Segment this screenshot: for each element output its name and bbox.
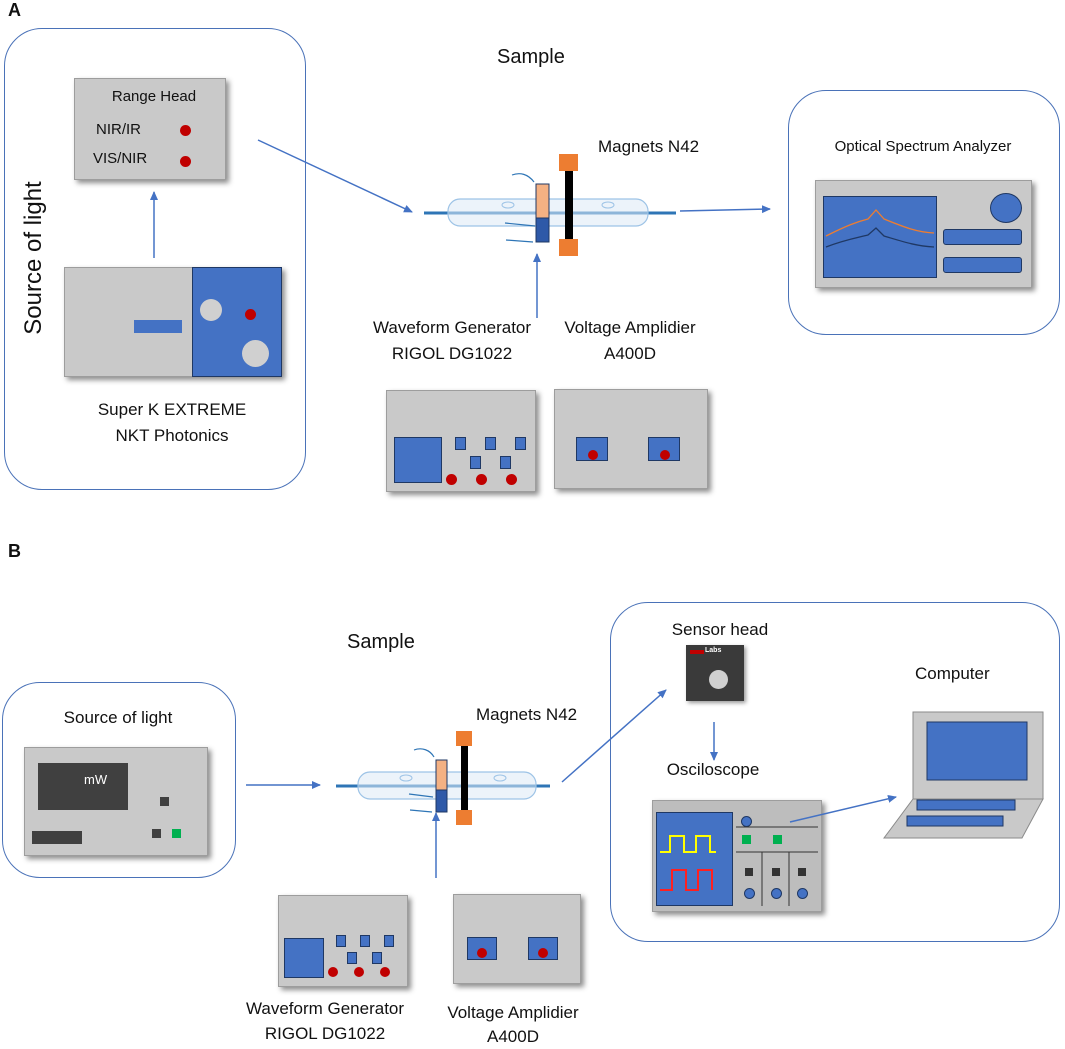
range-option-nir-ir-indicator <box>180 125 191 136</box>
oscilloscope-knob-1 <box>744 888 755 899</box>
oscilloscope-button-1 <box>745 868 753 876</box>
waveform-button-b3 <box>384 935 394 947</box>
amplifier-indicator-b2 <box>538 948 548 958</box>
waveform-screen-a <box>394 437 442 483</box>
osa-screen <box>823 196 937 278</box>
magnets-label-b: Magnets N42 <box>476 705 578 724</box>
power-meter-unit: mW <box>84 772 108 787</box>
waveform-indicator-a1 <box>446 474 457 485</box>
oscilloscope-button-2 <box>772 868 780 876</box>
oscilloscope-knob-3 <box>797 888 808 899</box>
sample-label-b: Sample <box>347 631 415 653</box>
waveform-indicator-b2 <box>354 967 364 977</box>
waveform-button-b2 <box>360 935 370 947</box>
laser-knob-icon <box>200 299 222 321</box>
amplifier-label-b-line2: A400D <box>487 1027 539 1046</box>
power-meter-display <box>38 763 128 810</box>
laser-name-line1: Super K EXTREME <box>97 400 247 419</box>
sensor-head-label: Sensor head <box>671 620 769 639</box>
oscilloscope-knob-top <box>741 816 752 827</box>
osa-title: Optical Spectrum Analyzer <box>834 138 1012 155</box>
oscilloscope-knob-2 <box>771 888 782 899</box>
sample-label-a: Sample <box>497 46 565 68</box>
waveform-button-a4 <box>470 456 481 469</box>
waveform-button-a3 <box>515 437 526 450</box>
waveform-button-a5 <box>500 456 511 469</box>
amplifier-indicator-a2 <box>660 450 670 460</box>
oscilloscope-led-1 <box>742 835 751 844</box>
power-meter-slot <box>32 831 82 844</box>
range-head-title: Range Head <box>111 88 197 105</box>
waveform-indicator-b1 <box>328 967 338 977</box>
source-of-light-label-b: Source of light <box>63 708 173 727</box>
range-option-vis-nir: VIS/NIR <box>93 150 148 167</box>
waveform-indicator-b3 <box>380 967 390 977</box>
waveform-button-b4 <box>347 952 357 964</box>
waveform-indicator-a2 <box>476 474 487 485</box>
power-meter-button-1 <box>160 797 169 806</box>
amplifier-label-b-line1: Voltage Amplidier <box>447 1003 579 1022</box>
oscilloscope-screen <box>656 812 733 906</box>
range-head-device <box>74 78 226 180</box>
sample-a-assembly <box>424 154 676 256</box>
source-of-light-vertical-label: Source of light <box>20 181 47 335</box>
osa-knob-icon <box>990 193 1022 223</box>
sensor-aperture-icon <box>709 670 728 689</box>
power-meter-led <box>172 829 181 838</box>
amplifier-indicator-b1 <box>477 948 487 958</box>
waveform-label-b-line1: Waveform Generator <box>245 999 405 1018</box>
range-option-vis-nir-indicator <box>180 156 191 167</box>
magnets-label-a: Magnets N42 <box>598 137 700 156</box>
waveform-indicator-a3 <box>506 474 517 485</box>
oscilloscope-led-2 <box>773 835 782 844</box>
amplifier-port-a2 <box>648 437 680 461</box>
range-option-nir-ir: NIR/IR <box>96 121 141 138</box>
waveform-button-a1 <box>455 437 466 450</box>
osa-button-2 <box>943 257 1022 273</box>
waveform-button-b1 <box>336 935 346 947</box>
panel-a-letter: A <box>8 0 21 20</box>
laser-indicator <box>245 309 256 320</box>
waveform-button-a2 <box>485 437 496 450</box>
arrow-sample-to-osa <box>679 205 771 214</box>
amplifier-indicator-a1 <box>588 450 598 460</box>
laser-port-icon <box>134 320 182 333</box>
waveform-label-a-line2: RIGOL DG1022 <box>391 344 513 363</box>
waveform-button-b5 <box>372 952 382 964</box>
waveform-screen-b <box>284 938 324 978</box>
laser-knob-large-icon <box>242 340 269 367</box>
panel-b-letter: B <box>8 541 21 561</box>
sample-b-assembly <box>336 731 550 825</box>
laser-name-line2: NKT Photonics <box>115 426 229 445</box>
laser-front-panel <box>192 267 282 377</box>
power-meter-button-2 <box>152 829 161 838</box>
waveform-label-b-line2: RIGOL DG1022 <box>264 1024 386 1043</box>
computer-label: Computer <box>915 664 990 683</box>
oscilloscope-label: Osciloscope <box>666 760 760 779</box>
oscilloscope-button-3 <box>798 868 806 876</box>
sensor-head-brand: Labs <box>705 647 722 654</box>
amplifier-label-a-line1: Voltage Amplidier <box>564 318 696 337</box>
osa-button-1 <box>943 229 1022 245</box>
amplifier-label-a-line2: A400D <box>604 344 656 363</box>
sensor-head-logo-mark <box>690 650 704 654</box>
waveform-label-a-line1: Waveform Generator <box>372 318 532 337</box>
